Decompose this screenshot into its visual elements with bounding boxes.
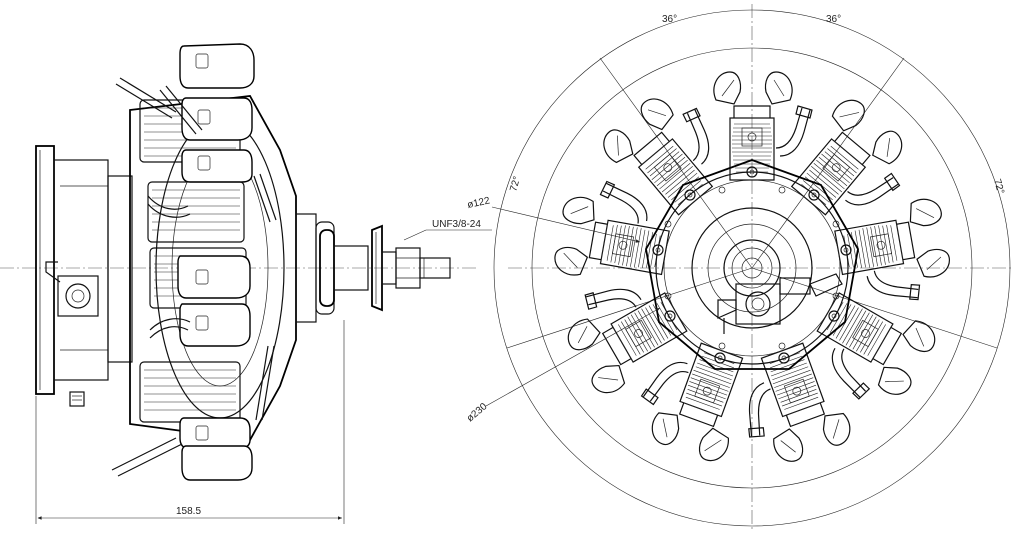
crankcase-plate: [645, 159, 859, 370]
thread-label: UNF3/8-24: [432, 219, 481, 230]
angle-left-label: 72°: [508, 175, 523, 193]
bolt-holes: [652, 166, 852, 364]
outer-diameter-leader: [485, 307, 661, 407]
intake-pipes-side: [111, 77, 277, 477]
prop-hub: [295, 213, 451, 323]
inner-diameter-leader: [491, 206, 641, 243]
engine-front-view: [493, 9, 1011, 527]
carburettor-front: [717, 273, 843, 334]
carburettor-side: [45, 261, 99, 407]
thread-leader: [403, 229, 427, 241]
engine-side-view: UNF3/8-24 158.5: [35, 43, 492, 524]
cylinder-stack-middle: [147, 181, 251, 347]
angle-top-right-label: 36°: [826, 14, 841, 25]
outer-diameter-label: ø230: [465, 401, 490, 424]
length-label: 158.5: [176, 506, 201, 517]
cylinder-stack-top: [139, 43, 255, 183]
outer-diameter-circle: [493, 9, 1011, 527]
inner-diameter-label: ø122: [466, 195, 491, 211]
angle-right-label: 72°: [991, 178, 1006, 196]
cylinder-stack-bottom: [139, 361, 253, 481]
angle-top-left-label: 36°: [662, 14, 677, 25]
length-dimension: [35, 320, 345, 524]
